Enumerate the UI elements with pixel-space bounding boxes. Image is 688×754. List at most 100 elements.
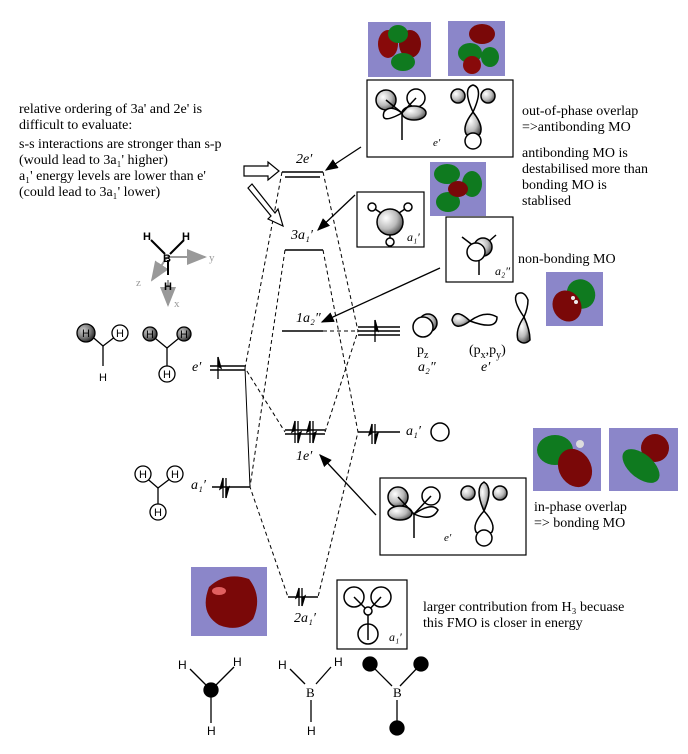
mo-render-1e-b <box>609 428 678 491</box>
axis-atom-h1: H <box>143 231 151 243</box>
arrow-to-3a1 <box>247 183 284 228</box>
box-label-a2: a₂″ <box>495 264 511 278</box>
fragment-levels <box>210 326 400 488</box>
label-2e: 2e′ <box>296 152 313 167</box>
ordering-note-line: (would lead to 3a₁' higher) <box>19 153 168 168</box>
box-3a1 <box>356 191 425 248</box>
label-h3-e: e′ <box>192 360 202 375</box>
antibonding-note: out-of-phase overlap =>antibonding MO <box>522 104 638 136</box>
ordering-note: relative ordering of 3a' and 2e' is diff… <box>19 102 222 201</box>
h-label: H <box>82 328 90 340</box>
bonding-note-line: in-phase overlap <box>534 500 627 515</box>
a2-sketch <box>461 234 497 275</box>
h-label: H <box>178 658 187 672</box>
label-pz-main: p <box>417 343 424 358</box>
h-label: H <box>334 655 343 669</box>
label-2a1: 2a₁′ <box>294 611 316 626</box>
box-label-bonding-e: e′ <box>444 532 452 544</box>
mo-render-1e-a <box>533 428 601 491</box>
h3-fragment-structure <box>189 666 235 723</box>
antibonding-note-line: out-of-phase overlap <box>522 104 639 119</box>
h-atom-labels: H H H H H H H H H <box>82 328 188 519</box>
axis-x-label: x <box>174 298 180 310</box>
h-label: H <box>307 724 316 738</box>
bonding-e-sketch <box>387 481 508 547</box>
h-label: H <box>116 328 124 340</box>
orbital-lobes <box>378 25 421 71</box>
mo-render-3a1 <box>430 162 486 216</box>
h-label: H <box>99 372 107 384</box>
bonding-note: in-phase overlap => bonding MO <box>534 500 627 532</box>
mo-render-2e-b <box>448 21 505 76</box>
bonding-note-line: => bonding MO <box>534 516 626 531</box>
box-antibonding-e <box>366 79 514 158</box>
destabilised-note-line: stablised <box>522 194 571 209</box>
axis-z-label: z <box>136 277 141 289</box>
antibonding-e-sketch <box>375 84 496 150</box>
h-label: H <box>154 507 162 519</box>
a1-3-sketch <box>367 202 413 247</box>
box-label-3a1: a₁′ <box>407 230 420 244</box>
boron-p-orbitals <box>412 292 531 442</box>
box-a2 <box>445 216 514 283</box>
label-pxpy: (px,py) <box>469 343 506 361</box>
electrons <box>217 319 380 607</box>
b-label: B <box>306 685 315 700</box>
axis-atom-h3: H <box>164 281 172 293</box>
orbital-lobes <box>552 279 596 322</box>
hollow-arrows <box>243 160 284 228</box>
mo-render-2e-a <box>368 22 431 77</box>
h-label: H <box>139 469 147 481</box>
destabilised-note-line: destabilised more than <box>522 162 648 177</box>
orbital-lobes <box>458 24 499 74</box>
orbital-lobes <box>537 435 593 488</box>
ordering-note-line: (could lead to 3a₁' lower) <box>19 185 161 200</box>
orbital-lobes <box>205 576 258 628</box>
b-label: B <box>393 685 402 700</box>
h3-e-sketch-b <box>142 326 192 383</box>
box-label-2a1: a₁′ <box>389 630 402 644</box>
b-fragment-structure <box>362 656 429 736</box>
label-pz-sub: z <box>424 349 429 361</box>
axis-atom-h2: H <box>182 231 190 243</box>
ordering-note-line: s-s interactions are stronger than s-p <box>19 137 222 152</box>
arrow-to-2e <box>243 160 280 182</box>
box-label-antibonding-e: e′ <box>433 137 441 149</box>
h-label: H <box>207 724 216 738</box>
h3-a1-sketch <box>134 465 184 521</box>
bottom-atom-labels: H H H H H B H B <box>178 655 402 738</box>
mo-render-2a1 <box>191 567 267 636</box>
h3-e-sketch-a <box>76 323 129 366</box>
h-label: H <box>171 469 179 481</box>
antibonding-note-line: =>antibonding MO <box>522 120 631 135</box>
label-pxpy-sym: e′ <box>481 360 491 375</box>
label-pz-sym: a₂″ <box>418 360 436 375</box>
box-2a1 <box>336 579 408 650</box>
a1-2-sketch <box>343 586 392 645</box>
label-3a1: 3a₁′ <box>291 228 313 243</box>
mo-render-1a2 <box>546 272 603 326</box>
label-h3-a1: a₁′ <box>191 478 206 493</box>
coordinate-axes: H H B H y z x <box>136 231 215 310</box>
axis-atom-b: B <box>163 253 171 265</box>
correlation-lines <box>244 171 359 598</box>
orbital-boxes <box>336 79 527 650</box>
box-bonding-e <box>379 477 527 556</box>
bh3-structure <box>289 666 332 722</box>
contribution-note: larger contribution from H₃ becuase this… <box>423 600 624 632</box>
destabilised-note-line: bonding MO is <box>522 178 607 193</box>
ordering-note-line: relative ordering of 3a' and 2e' is <box>19 102 203 117</box>
contribution-note-line: this FMO is closer in energy <box>423 616 583 631</box>
orbital-lobes <box>622 434 669 483</box>
h-label: H <box>180 329 188 341</box>
destabilised-note-line: antibonding MO is <box>522 146 628 161</box>
h-label: H <box>233 655 242 669</box>
h-label: H <box>163 369 171 381</box>
ordering-note-line: a₁' energy levels are lower than e' <box>19 169 206 184</box>
axis-y-label: y <box>209 252 215 264</box>
ordering-note-line: difficult to evaluate: <box>19 118 133 133</box>
label-b-a1: a₁′ <box>406 424 421 439</box>
contribution-note-line: larger contribution from H₃ becuase <box>423 600 625 615</box>
pointer-arrows <box>317 146 441 516</box>
